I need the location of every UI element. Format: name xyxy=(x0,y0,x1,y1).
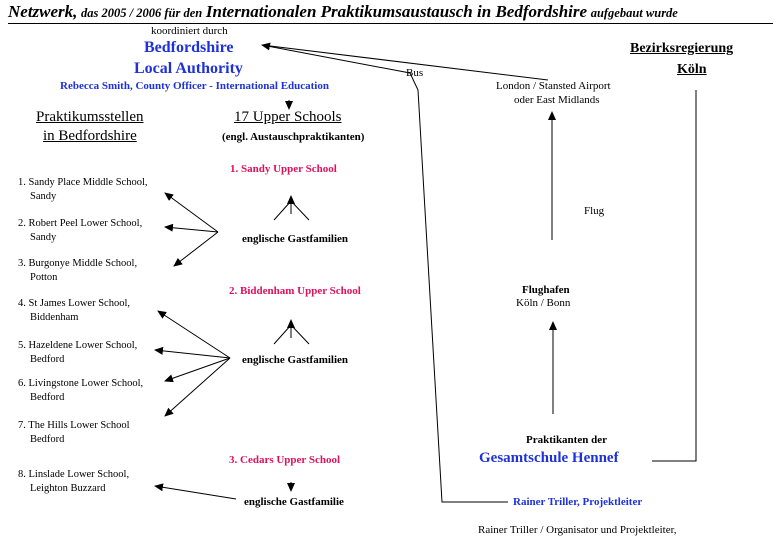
bezirk-line2: Köln xyxy=(677,62,707,77)
bezirk-line xyxy=(652,90,697,462)
la-name-line1: Bedfordshire xyxy=(144,39,234,56)
bus-label: Bus xyxy=(406,67,424,79)
footer-note: Rainer Triller / Organisator und Projekt… xyxy=(478,524,677,536)
placement-4: 4. St James Lower School, Biddenham xyxy=(18,298,130,323)
placement-5: 5. Hazeldene Lower School, Bedford xyxy=(18,340,138,365)
project-leader: Rainer Triller, Projektleiter xyxy=(513,496,643,508)
cgn-airport-line2: Köln / Bonn xyxy=(516,297,571,309)
upper-school-1: 1. Sandy Upper School xyxy=(230,163,337,175)
uk-airport-line2: oder East Midlands xyxy=(514,94,600,106)
page-title: Netzwerk, das 2005 / 2006 für den Intern… xyxy=(8,2,773,24)
host-family-3: englische Gastfamilie xyxy=(244,496,344,508)
bus-route-line xyxy=(261,42,508,503)
placement-8: 8. Linslade Lower School, Leighton Buzza… xyxy=(18,469,130,494)
placement-2: 2. Robert Peel Lower School, Sandy xyxy=(18,218,143,243)
praktika-heading-line1: Praktikumsstellen xyxy=(36,109,144,125)
coordination-label: koordiniert durch xyxy=(151,25,228,37)
placement-3: 3. Burgonye Middle School, Potton xyxy=(18,258,138,283)
upper-school-2: 2. Biddenham Upper School xyxy=(229,285,361,297)
cgn-airport-line1: Flughafen xyxy=(522,284,570,296)
hennef-line1: Praktikanten der xyxy=(526,434,607,446)
upper-heading-line1: 17 Upper Schools xyxy=(234,109,342,125)
bezirk-line1: Bezirksregierung xyxy=(630,41,734,56)
uk-airport-line1: London / Stansted Airport xyxy=(496,80,611,92)
upper-heading-line2: (engl. Austauschpraktikanten) xyxy=(222,131,365,143)
airport-to-bedfordshire-line xyxy=(261,44,549,81)
flight-label: Flug xyxy=(584,205,605,217)
host-family-2: englische Gastfamilien xyxy=(242,354,349,366)
host-family-1: englische Gastfamilien xyxy=(242,233,349,245)
upper-school-3: 3. Cedars Upper School xyxy=(229,454,341,466)
la-name-line2: Local Authority xyxy=(134,60,243,77)
placement-6: 6. Livingstone Lower School, Bedford xyxy=(18,378,144,403)
praktika-heading-line2: in Bedfordshire xyxy=(43,128,137,144)
placement-7: 7. The Hills Lower School Bedford xyxy=(18,420,130,445)
placement-1: 1. Sandy Place Middle School, Sandy xyxy=(18,177,148,202)
hennef-line2: Gesamtschule Hennef xyxy=(479,450,619,466)
la-contact-person: Rebecca Smith, County Officer - Internat… xyxy=(60,80,329,92)
